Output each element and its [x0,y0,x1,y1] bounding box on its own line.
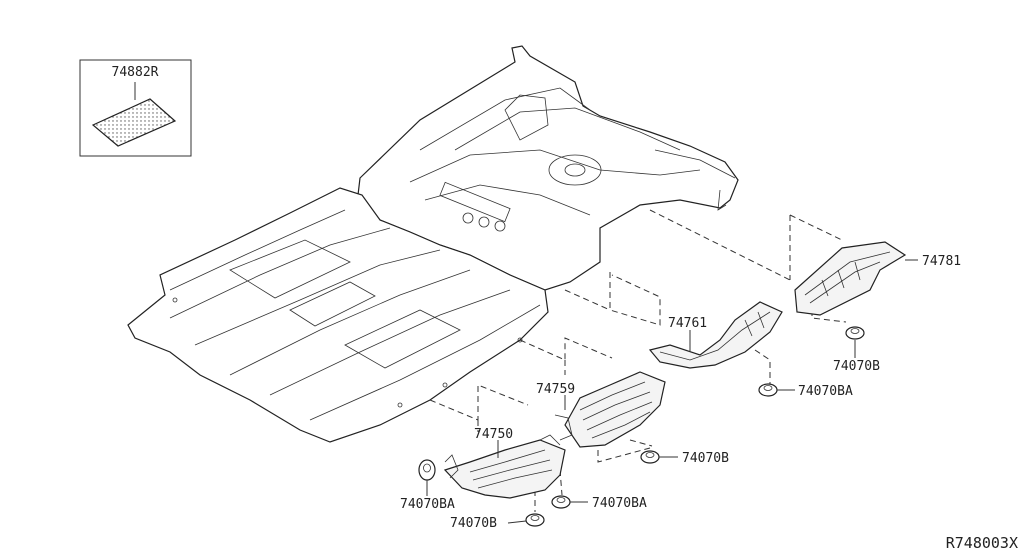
front-floor-rib [229,269,471,376]
inset-frame [79,59,192,157]
drawing-code: R748003X [946,534,1018,552]
front-floor-rib [169,209,346,291]
front-floor-outline [127,187,549,443]
rear-floor-rib [419,87,591,151]
seat-mount [344,309,461,369]
front-floor-rib [169,227,391,319]
dash-74750-box [429,384,529,421]
clips [418,326,865,527]
inset-box-74882R: 74882R [79,59,192,157]
front-floor-rib [194,249,441,346]
bolt-hole [517,337,523,343]
spare-tire-hub [564,163,586,177]
clip-74070B-right-icon [845,326,865,340]
label-leaders [426,259,918,524]
label-74070B-right: 74070B [833,359,880,374]
dash-clip-ba-mid [754,349,771,385]
heat-shield-74761 [648,301,783,369]
bolt-hole [442,382,448,388]
front-floor-rib [309,304,541,421]
floor-hole [462,212,474,224]
spare-tire-well [548,154,602,186]
clip-74070BA-bottom-icon [551,495,571,509]
rear-rail [654,149,736,179]
floor-panel [127,45,739,443]
front-floor-rib [269,289,511,396]
heat-shield-74759 [554,371,666,448]
label-74070B-center: 74070B [682,451,729,466]
tunnel-panel [289,281,376,327]
label-74882R: 74882R [112,65,159,80]
label-74070BA-bottom: 74070BA [592,496,647,511]
bolt-hole [397,402,403,408]
rear-floor-rib [409,149,701,183]
label-74070BA-left: 74070BA [400,497,455,512]
clip-74070BA-mid-icon [758,383,778,397]
dash-clip-b-center [629,439,653,447]
seat-mount [229,239,351,299]
rear-floor-rib [424,184,591,216]
dash-74781 [649,209,791,281]
label-74750: 74750 [474,427,513,442]
dash-74759-box [519,337,613,361]
clip-74070B-center-icon [640,450,660,464]
spare-well [504,94,549,141]
clip-74070BA-left-icon [418,459,436,481]
crossmember [439,181,511,223]
floor-hole [478,216,490,228]
dash-74761 [564,289,611,311]
floor-hole [494,220,506,232]
heat-shield-74750 [443,434,566,499]
heat-shield-74781 [794,241,907,316]
insulator-pad-icon [91,98,177,147]
dash-74781-box [789,214,843,280]
label-74070BA-mid: 74070BA [798,384,853,399]
label-74759: 74759 [536,382,575,397]
bolt-hole [172,297,178,303]
rear-bracket [717,189,727,211]
label-74070B-bottom: 74070B [450,516,497,531]
leader-clip-b-bottom [507,520,527,524]
label-74761: 74761 [668,316,707,331]
label-74781: 74781 [922,254,961,269]
dash-74759-bottom [597,440,651,463]
clip-74070B-bottom-icon [525,513,545,527]
rear-floor-rib [454,107,681,151]
dash-74761-box [609,272,661,326]
